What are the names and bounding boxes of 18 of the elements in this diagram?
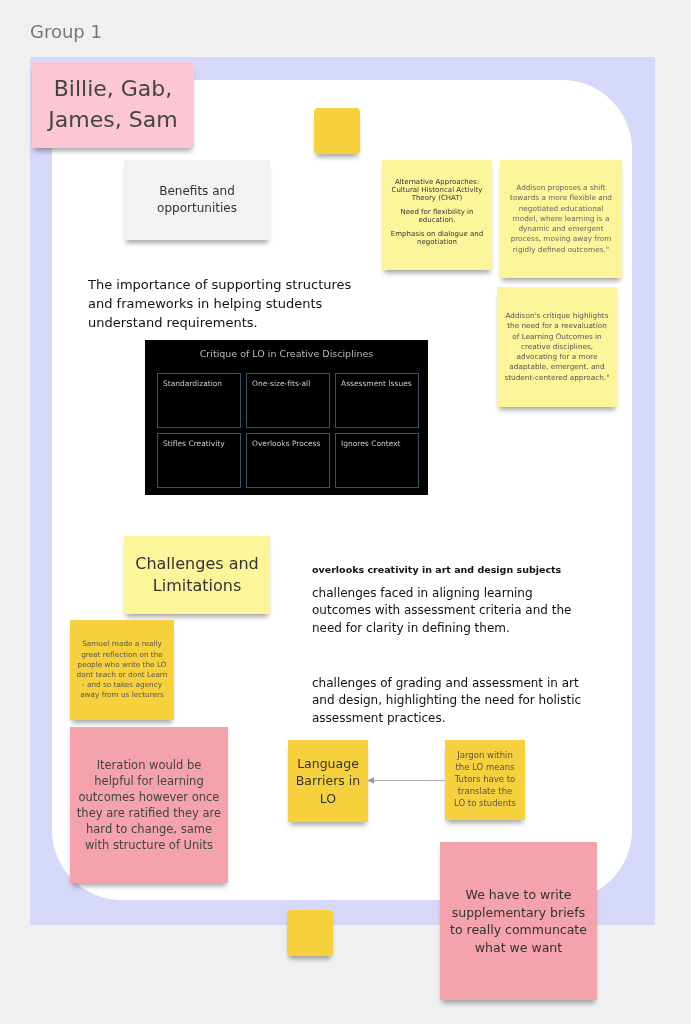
note-text: The importance of supporting structures and frameworks in helping students understand requirements. [88,276,353,332]
sticky-note: Jargon within the LO means Tutors have to translate the LO to students [445,740,525,820]
sticky-note [382,160,492,270]
arrow [367,777,446,784]
note-text: challenges faced in aligning learning outcomes with assessment criteria and the need for clarity in defining them. [312,585,573,637]
text-card: Benefits and opportunities [124,160,270,240]
slide-panel [145,340,428,495]
sticky-note: Language Barriers in LO [288,740,368,822]
note-text: challenges of grading and assessment in art and design, highlighting the need for holistic assessment practices. [312,675,583,727]
note-text: overlooks creativity in art and design subjects [312,563,563,577]
sticky-note [314,108,360,154]
group-title: Group 1 [30,21,102,42]
sticky-note [287,910,333,956]
sticky-note: Billie, Gab, James, Sam [32,62,194,148]
sticky-note: We have to write supplementary briefs to really communcate what we want [440,842,597,1000]
slide-title: Critique of LO in Creative Disciplines [198,348,375,359]
sticky-note: Iteration would be helpful for learning outcomes however once they are ratified they are hard to change, same with structure of Units [70,727,228,883]
sticky-note: Challenges and Limitations [124,536,270,614]
